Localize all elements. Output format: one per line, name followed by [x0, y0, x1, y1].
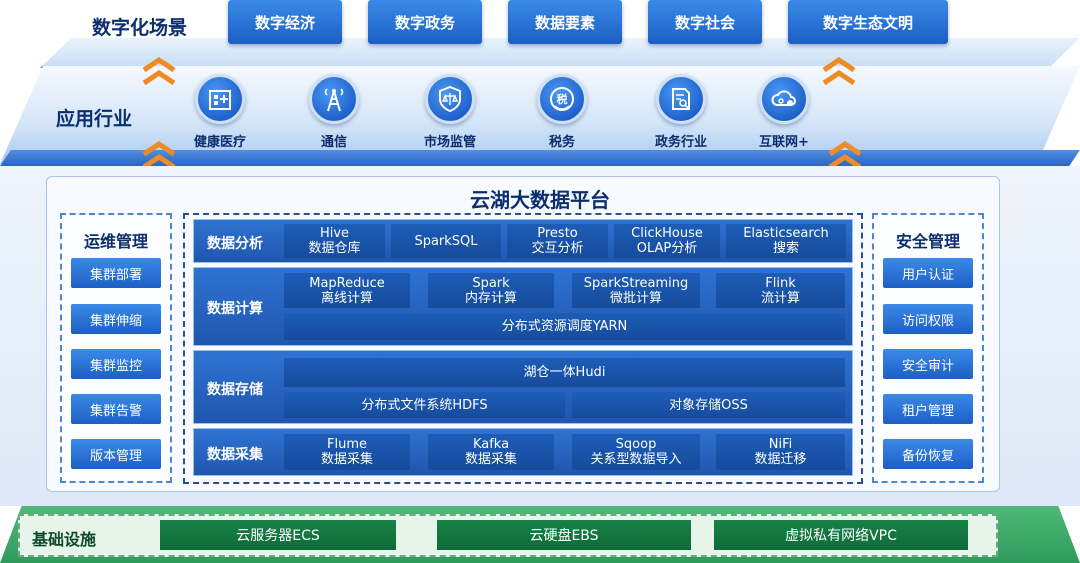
ops-management-title: 运维管理	[83, 232, 148, 251]
hospital-icon	[195, 74, 245, 124]
scene-layer-title: 数字化场景	[92, 17, 188, 39]
ops-item-cluster-deploy: 集群部署	[71, 258, 161, 288]
industry-label: 互联网+	[759, 135, 809, 150]
component-hudi: 湖仓一体Hudi	[284, 358, 845, 387]
svg-text:税: 税	[557, 92, 568, 106]
up-chevron-icon	[828, 140, 862, 170]
industry-layer-plate	[0, 66, 1080, 164]
scene-item-data-elements: 数据要素	[508, 0, 622, 44]
layer-label: 数据采集	[207, 447, 263, 463]
industry-taxation: 税 税务	[526, 74, 598, 150]
up-chevron-icon	[142, 140, 176, 170]
ops-item-cluster-monitor: 集群监控	[71, 349, 161, 379]
component-hdfs: 分布式文件系统HDFS	[284, 392, 565, 418]
industry-label: 市场监管	[423, 135, 476, 150]
layer-label: 数据存储	[207, 382, 263, 398]
industry-label: 健康医疗	[193, 135, 246, 150]
security-item-security-audit: 安全审计	[883, 349, 973, 379]
industry-label: 政务行业	[654, 135, 707, 150]
platform-title: 云湖大数据平台	[470, 188, 610, 212]
ops-item-version-management: 版本管理	[71, 439, 161, 469]
industry-label: 税务	[548, 135, 575, 150]
layer-label: 数据分析	[207, 236, 263, 252]
shield-scale-icon	[425, 74, 475, 124]
industry-health-care: 健康医疗	[184, 74, 256, 150]
cloud-gear-icon	[759, 74, 809, 124]
core-components-frame	[183, 213, 863, 484]
security-item-user-auth: 用户认证	[883, 258, 973, 288]
component-sparksql: SparkSQL	[391, 224, 501, 258]
industry-government: 政务行业	[645, 74, 717, 150]
scene-item-digital-economy: 数字经济	[228, 0, 342, 44]
component-oss: 对象存储OSS	[572, 392, 845, 418]
industry-telecom: 通信	[298, 74, 370, 150]
up-chevron-icon	[822, 56, 856, 86]
industry-market-supervision: 市场监管	[414, 74, 486, 150]
industry-internet-plus: 互联网+	[748, 74, 820, 150]
ops-item-cluster-alert: 集群告警	[71, 394, 161, 424]
security-management-title: 安全管理	[895, 232, 960, 251]
scene-item-digital-ecology: 数字生态文明	[788, 0, 948, 44]
document-search-icon	[656, 74, 706, 124]
industry-label: 通信	[320, 135, 347, 150]
tax-seal-icon: 税	[537, 74, 587, 124]
signal-tower-icon	[309, 74, 359, 124]
up-chevron-icon	[142, 56, 176, 86]
infra-item-ebs: 云硬盘EBS	[437, 520, 691, 550]
security-item-tenant-management: 租户管理	[883, 394, 973, 424]
industry-layer-band	[0, 150, 1080, 166]
infra-item-ecs: 云服务器ECS	[160, 520, 396, 550]
infra-item-vpc: 虚拟私有网络VPC	[714, 520, 968, 550]
industry-layer-title: 应用行业	[56, 108, 133, 130]
ops-item-cluster-scaling: 集群伸缩	[71, 304, 161, 334]
layer-label: 数据计算	[207, 301, 263, 317]
component-yarn: 分布式资源调度YARN	[284, 313, 845, 340]
scene-item-digital-government: 数字政务	[368, 0, 482, 44]
infrastructure-title: 基础设施	[32, 530, 97, 549]
security-item-access-permission: 访问权限	[883, 304, 973, 334]
security-item-backup-restore: 备份恢复	[883, 439, 973, 469]
scene-item-digital-society: 数字社会	[648, 0, 762, 44]
